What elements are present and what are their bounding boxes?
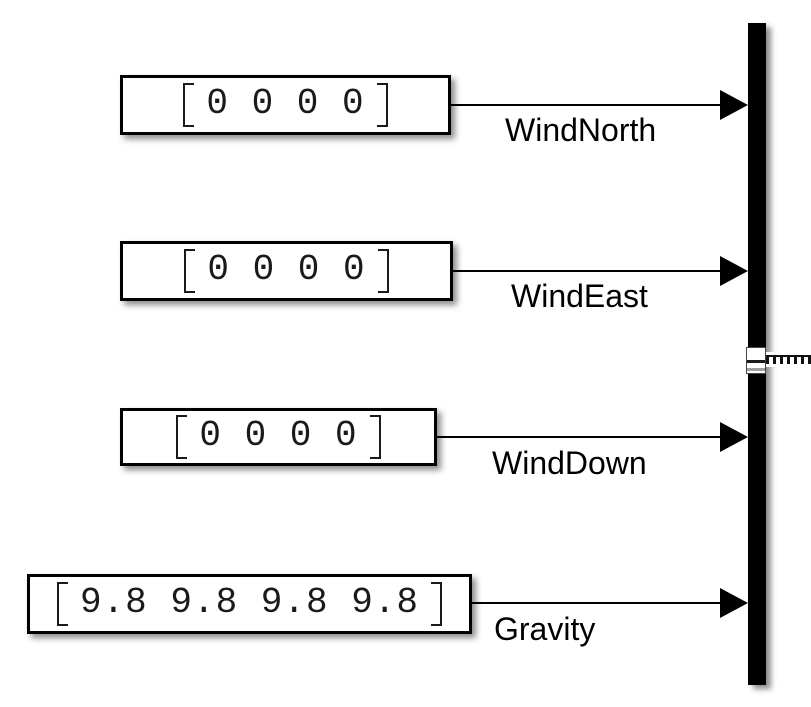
arrowhead-icon xyxy=(720,588,748,618)
vector-bracket-right-icon xyxy=(369,415,381,459)
arrowhead-icon xyxy=(720,256,748,286)
constant-block-windeast[interactable]: 0 0 0 0 xyxy=(120,241,453,301)
vector-bracket-left-icon xyxy=(183,83,195,127)
arrowhead-icon xyxy=(720,90,748,120)
signal-line-windeast[interactable] xyxy=(453,270,723,272)
vector-bracket-left-icon xyxy=(56,582,68,626)
mux-output-signal-line[interactable] xyxy=(766,355,811,364)
constant-value-windeast: 0 0 0 0 xyxy=(207,249,366,290)
vector-bracket-right-icon xyxy=(376,83,388,127)
constant-value-gravity: 9.8 9.8 9.8 9.8 xyxy=(79,582,420,623)
signal-line-windnorth[interactable] xyxy=(451,104,723,106)
port-handle-divider xyxy=(747,360,765,363)
constant-block-gravity[interactable]: 9.8 9.8 9.8 9.8 xyxy=(27,574,472,634)
signal-label-windnorth[interactable]: WindNorth xyxy=(505,112,657,148)
arrowhead-icon xyxy=(720,422,748,452)
vector-bracket-right-icon xyxy=(431,582,443,626)
vector-bracket-left-icon xyxy=(184,249,196,293)
signal-label-gravity[interactable]: Gravity xyxy=(494,611,596,647)
vector-bracket-right-icon xyxy=(377,249,389,293)
signal-label-winddown[interactable]: WindDown xyxy=(492,445,647,481)
constant-block-windnorth[interactable]: 0 0 0 0 xyxy=(120,75,451,135)
vector-bracket-left-icon xyxy=(176,415,188,459)
mux-output-port-handle[interactable] xyxy=(746,347,766,374)
signal-line-winddown[interactable] xyxy=(437,436,723,438)
port-handle-divider xyxy=(747,368,765,371)
signal-label-windeast[interactable]: WindEast xyxy=(511,278,648,314)
signal-line-gravity[interactable] xyxy=(472,602,723,604)
constant-value-winddown: 0 0 0 0 xyxy=(199,415,358,456)
constant-value-windnorth: 0 0 0 0 xyxy=(206,83,365,124)
constant-block-winddown[interactable]: 0 0 0 0 xyxy=(120,408,437,466)
